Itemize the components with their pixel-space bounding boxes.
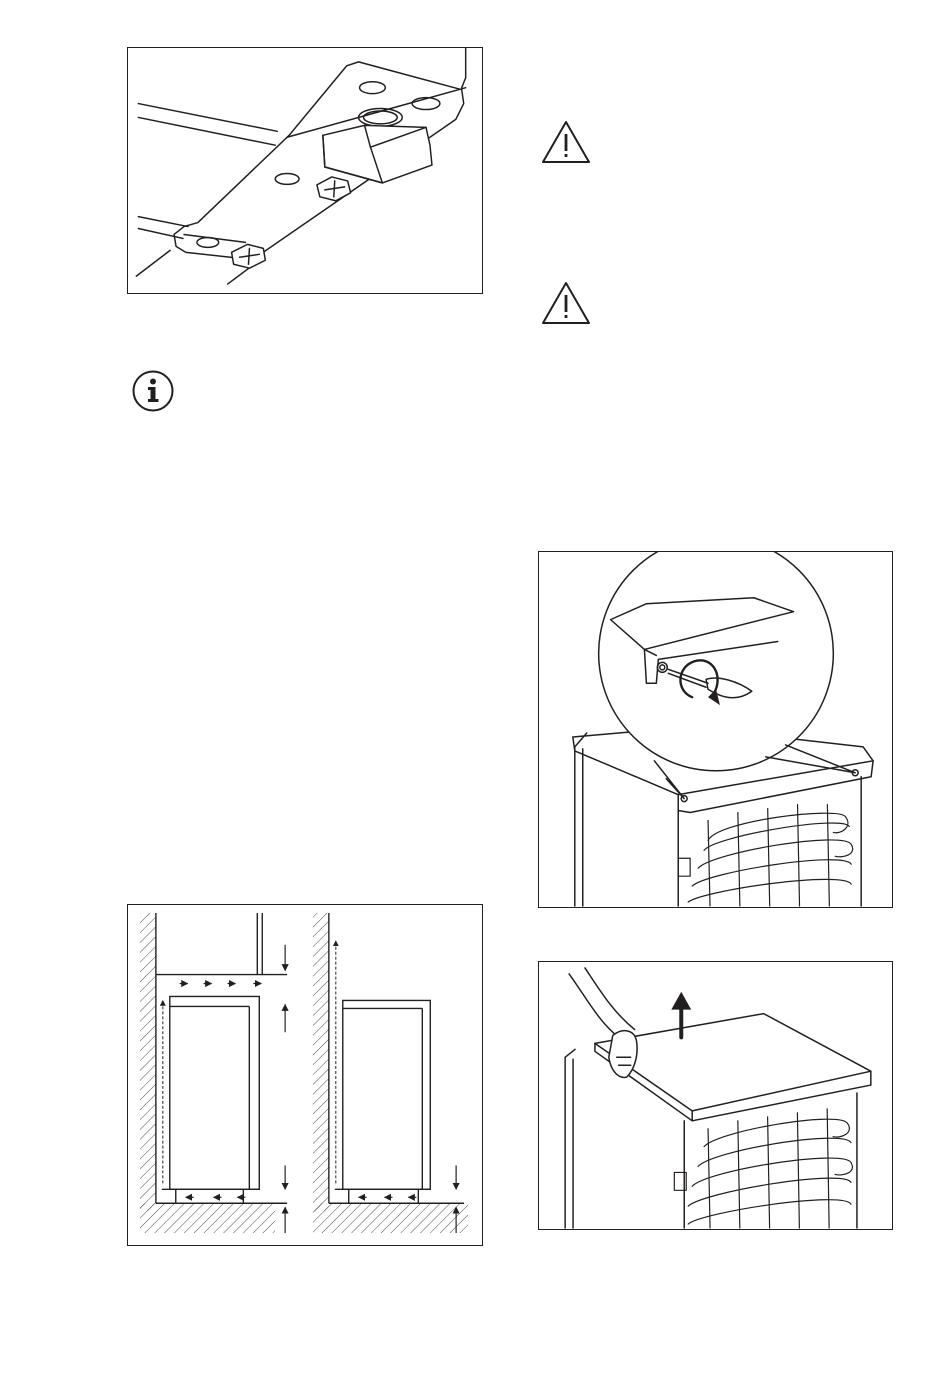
lift-top-cover-illustration	[539, 962, 892, 1229]
mounting-bracket-illustration	[128, 48, 482, 293]
ventilation-clearance-figure	[127, 904, 483, 1246]
warning-icon	[541, 281, 591, 325]
info-icon	[131, 369, 175, 413]
top-cover-screw-figure	[538, 551, 893, 908]
ventilation-diagram	[128, 905, 482, 1245]
top-cover-screw-illustration	[539, 552, 892, 907]
lift-top-cover-figure	[538, 961, 893, 1230]
warning-icon	[541, 120, 591, 164]
mounting-bracket-figure	[127, 47, 483, 294]
